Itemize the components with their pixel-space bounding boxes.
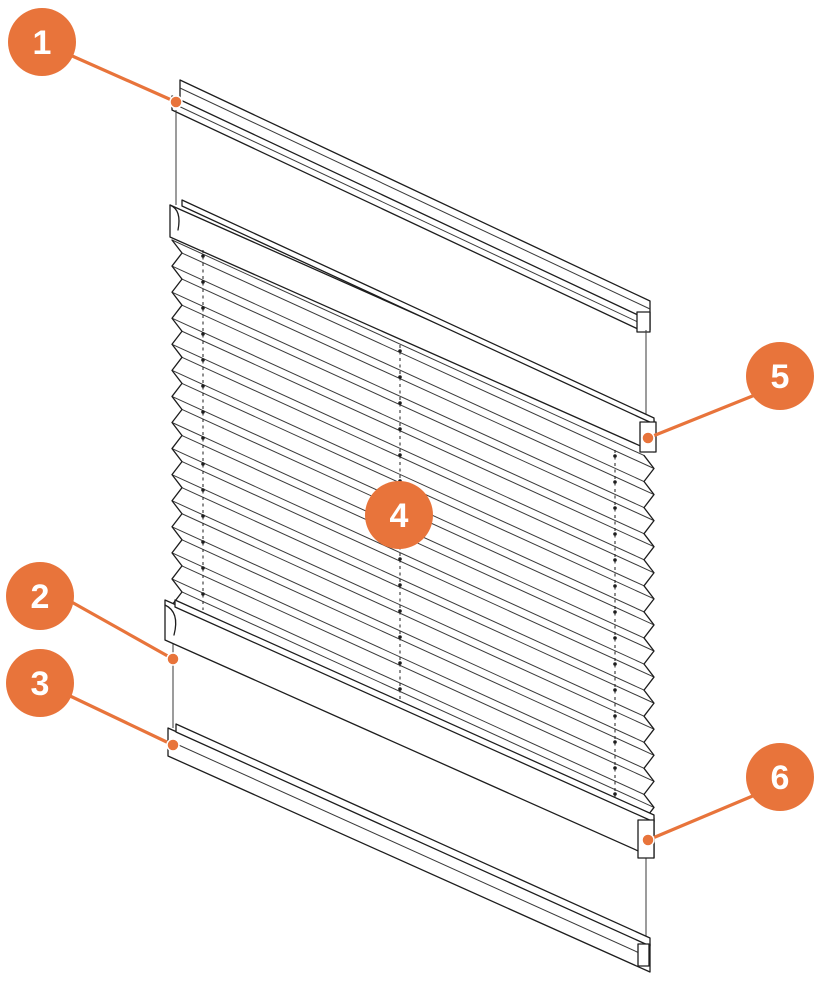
pleat-fold [181,252,655,469]
pleat-fold [171,265,645,482]
callout-3[interactable]: 3 [6,649,74,717]
cord-bead [398,687,402,691]
cord-bead [613,480,617,484]
cord-bead [201,462,205,466]
cord-bead [201,436,205,440]
callout-1-label: 1 [33,24,52,62]
callout-5-anchor [641,431,655,445]
pleat-fold [171,291,645,509]
pleat-fold [171,500,645,717]
cord-bead [398,427,402,431]
callout-leaders [66,53,757,847]
cord-bead [613,636,617,640]
cord-bead [398,453,402,457]
pleat-fold [171,448,645,665]
cord-bead [201,514,205,518]
top-head-rail [171,79,651,333]
cord-bead [201,566,205,570]
pleat-left-edge [171,239,183,606]
cord-bead [613,454,617,458]
callout-2-anchor [166,652,180,666]
callout-3-anchor [166,738,180,752]
pleat-fold [181,461,655,678]
callout-4-label: 4 [390,497,409,535]
callout-badges: 1 2 3 4 5 6 [6,8,814,811]
pleat-fold [171,552,645,769]
cord-bead [613,792,617,796]
cord-bead [613,610,617,614]
callout-4[interactable]: 4 [365,481,433,549]
cord-bead [613,532,617,536]
cord-bead [201,332,205,336]
cord-bead [201,540,205,544]
cord-bead [201,306,205,310]
pleat-fold [171,369,645,587]
callout-1-anchor [169,95,183,109]
callout-6-anchor [641,833,655,847]
callout-2[interactable]: 2 [6,562,74,630]
pleat-fold [171,526,645,743]
pleat-fold [181,591,655,808]
pleat-fold [171,239,645,456]
cord-bead [398,583,402,587]
cord-bead [398,375,402,379]
pleat-fold [181,356,655,574]
cord-bead [201,592,205,596]
cord-bead [201,488,205,492]
cord-bead [201,254,205,258]
pleat-fold [171,343,645,561]
pleat-fold [171,317,645,535]
cord-bead [201,358,205,362]
cord-bead [613,740,617,744]
callout-2-label: 2 [31,578,50,616]
cord-bead [613,714,617,718]
lower-middle-rail [164,599,655,859]
callout-3-label: 3 [31,665,50,703]
cord-bead [613,662,617,666]
cord-bead [201,280,205,284]
cord-bead [398,401,402,405]
cord-bead [398,557,402,561]
pleat-fold [181,565,655,782]
cord-bead [398,661,402,665]
pleat-fold [171,578,645,795]
pleat-fold [181,513,655,730]
pleat-fold [181,304,655,522]
callout-5[interactable]: 5 [746,342,814,410]
bottom-rail [167,723,651,973]
pleat-fold [181,435,655,652]
pleat-right-edge [643,454,655,822]
pleat-fold [181,278,655,496]
cord-bead [398,349,402,353]
cord-bead [613,558,617,562]
pleat-fold [181,330,655,548]
callout-5-label: 5 [771,358,790,396]
side-guide-cords [172,110,647,950]
callout-1[interactable]: 1 [8,8,76,76]
cord-bead [201,410,205,414]
callout-6-label: 6 [771,759,790,797]
cord-bead [613,766,617,770]
cord-bead [201,384,205,388]
cord-bead [398,635,402,639]
cord-bead [613,506,617,510]
pleat-fold [181,539,655,756]
cord-bead [613,688,617,692]
cord-bead [613,584,617,588]
pleat-fold [171,474,645,691]
lift-cords [201,250,617,812]
pleat-fold [181,487,655,704]
callout-6[interactable]: 6 [746,743,814,811]
upper-middle-rail [169,199,657,453]
cord-bead [398,609,402,613]
